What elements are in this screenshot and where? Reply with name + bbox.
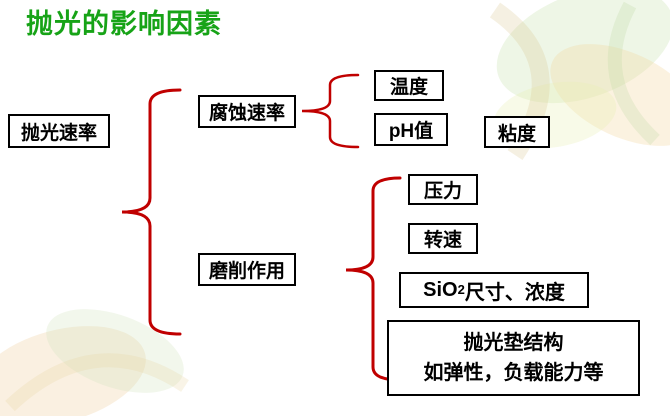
background-decoration-bottom-left [0, 309, 189, 416]
brace-root [121, 88, 182, 336]
background-decoration-top-right [489, 0, 670, 160]
sio2-prefix: SiO [423, 278, 458, 301]
brace-corrosion [301, 73, 360, 149]
node-pressure: 压力 [408, 174, 478, 205]
pad-structure-line1: 抛光垫结构 [463, 332, 564, 354]
page-title: 抛光的影响因素 [26, 9, 222, 39]
node-ph-value: pH值 [374, 113, 448, 146]
node-rotation-speed: 转速 [408, 223, 478, 254]
node-temperature: 温度 [374, 70, 444, 101]
node-corrosion-rate: 腐蚀速率 [198, 95, 296, 128]
node-viscosity: 粘度 [484, 116, 550, 148]
node-grinding-action: 磨削作用 [198, 253, 296, 286]
pad-structure-line2: 如弹性，负载能力等 [423, 362, 604, 384]
node-polishing-rate: 抛光速率 [8, 114, 110, 148]
sio2-suffix: 尺寸、浓度 [464, 281, 565, 304]
node-pad-structure: 抛光垫结构 如弹性，负载能力等 [387, 320, 640, 396]
